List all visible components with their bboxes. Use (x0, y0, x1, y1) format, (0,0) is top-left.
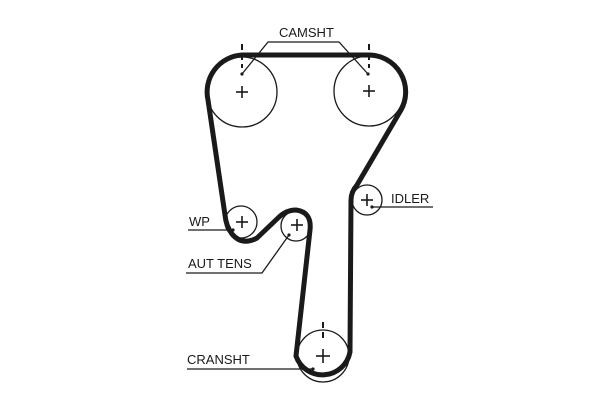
camshaft-right-center-cross (363, 85, 375, 97)
water-pump-label: WP (189, 214, 210, 229)
crankshaft-label: CRANSHT (187, 352, 250, 367)
auto-tensioner-center-cross (291, 219, 303, 231)
water-pump-center-cross (236, 216, 248, 228)
idler-leader-line (370, 205, 433, 209)
crankshaft-leader-line (187, 367, 315, 371)
crankshaft-center-cross (316, 349, 330, 363)
idler-center-cross (361, 194, 373, 206)
idler-label: IDLER (391, 191, 429, 206)
camshaft-left-center-cross (236, 86, 248, 98)
timing-belt (204, 52, 409, 378)
camshaft-leader-line (240, 41, 370, 76)
auto-tensioner-leader-line (186, 233, 291, 274)
water-pump-leader-line (188, 228, 235, 232)
auto-tensioner-label: AUT TENS (188, 256, 252, 271)
camshaft-label: CAMSHT (279, 25, 334, 40)
